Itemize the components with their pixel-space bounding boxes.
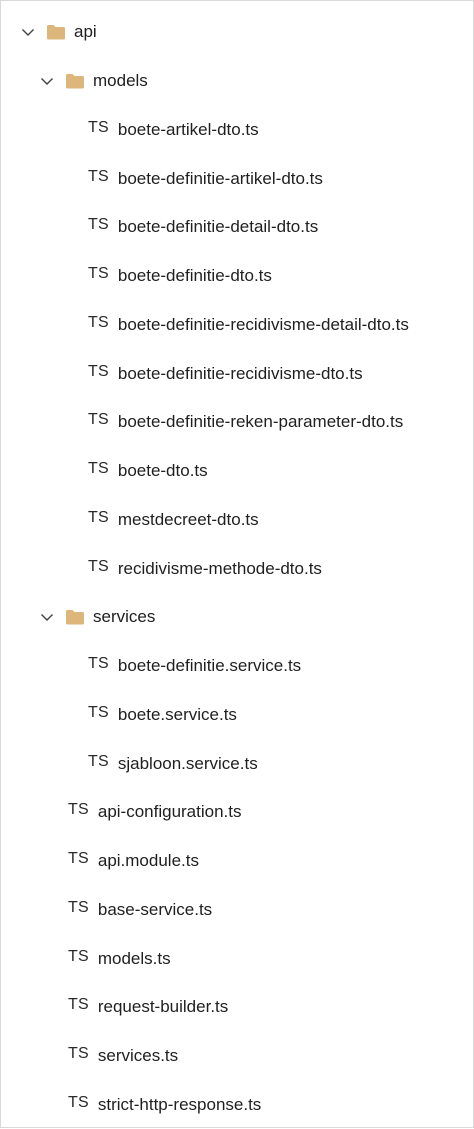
- typescript-file-icon: TS: [88, 314, 109, 332]
- file-row[interactable]: TS base-service.ts: [1, 886, 473, 935]
- folder-icon: [46, 23, 66, 41]
- file-row[interactable]: TS mestdecreet-dto.ts: [1, 496, 473, 545]
- file-label: services.ts: [98, 1046, 178, 1066]
- typescript-file-icon: TS: [88, 216, 109, 234]
- typescript-file-icon: TS: [88, 265, 109, 283]
- file-row[interactable]: TS strict-http-response.ts: [1, 1081, 473, 1129]
- typescript-file-icon: TS: [68, 948, 89, 966]
- file-label: api.module.ts: [98, 851, 199, 871]
- folder-label: models: [93, 71, 148, 91]
- folder-icon: [65, 608, 85, 626]
- file-label: boete-definitie-artikel-dto.ts: [118, 169, 323, 189]
- file-row[interactable]: TS sjabloon.service.ts: [1, 739, 473, 788]
- folder-row-models[interactable]: models: [1, 57, 473, 106]
- file-row[interactable]: TS api-configuration.ts: [1, 788, 473, 837]
- file-row[interactable]: TS boete-definitie.service.ts: [1, 642, 473, 691]
- file-label: boete-definitie-detail-dto.ts: [118, 217, 318, 237]
- file-row[interactable]: TS boete-artikel-dto.ts: [1, 106, 473, 155]
- typescript-file-icon: TS: [88, 558, 109, 576]
- typescript-file-icon: TS: [68, 801, 89, 819]
- file-label: recidivisme-methode-dto.ts: [118, 559, 322, 579]
- file-row[interactable]: TS models.ts: [1, 934, 473, 983]
- file-label: base-service.ts: [98, 900, 212, 920]
- file-label: boete-definitie-recidivisme-detail-dto.t…: [118, 315, 409, 335]
- file-row[interactable]: TS boete-definitie-detail-dto.ts: [1, 203, 473, 252]
- file-row[interactable]: TS boete-definitie-recidivisme-detail-dt…: [1, 301, 473, 350]
- chevron-down-icon[interactable]: [38, 608, 56, 626]
- file-row[interactable]: TS recidivisme-methode-dto.ts: [1, 544, 473, 593]
- file-row[interactable]: TS boete.service.ts: [1, 691, 473, 740]
- folder-row-api[interactable]: api: [1, 8, 473, 57]
- folder-label: services: [93, 607, 155, 627]
- typescript-file-icon: TS: [68, 996, 89, 1014]
- file-row[interactable]: TS boete-definitie-reken-parameter-dto.t…: [1, 398, 473, 447]
- file-label: sjabloon.service.ts: [118, 754, 258, 774]
- file-row[interactable]: TS boete-dto.ts: [1, 447, 473, 496]
- file-label: boete-definitie-reken-parameter-dto.ts: [118, 412, 403, 432]
- file-label: request-builder.ts: [98, 997, 228, 1017]
- file-row[interactable]: TS api.module.ts: [1, 837, 473, 886]
- file-label: strict-http-response.ts: [98, 1095, 261, 1115]
- file-label: api-configuration.ts: [98, 802, 242, 822]
- file-label: models.ts: [98, 949, 171, 969]
- file-label: boete-definitie-dto.ts: [118, 266, 272, 286]
- file-label: mestdecreet-dto.ts: [118, 510, 259, 530]
- typescript-file-icon: TS: [68, 899, 89, 917]
- typescript-file-icon: TS: [68, 1094, 89, 1112]
- file-label: boete-definitie.service.ts: [118, 656, 301, 676]
- typescript-file-icon: TS: [68, 1045, 89, 1063]
- typescript-file-icon: TS: [88, 119, 109, 137]
- typescript-file-icon: TS: [88, 168, 109, 186]
- typescript-file-icon: TS: [88, 655, 109, 673]
- folder-icon: [65, 72, 85, 90]
- folder-label: api: [74, 22, 97, 42]
- file-label: boete.service.ts: [118, 705, 237, 725]
- typescript-file-icon: TS: [88, 509, 109, 527]
- typescript-file-icon: TS: [88, 363, 109, 381]
- file-row[interactable]: TS boete-definitie-artikel-dto.ts: [1, 154, 473, 203]
- typescript-file-icon: TS: [88, 460, 109, 478]
- chevron-down-icon[interactable]: [19, 23, 37, 41]
- file-label: boete-artikel-dto.ts: [118, 120, 259, 140]
- file-label: boete-dto.ts: [118, 461, 208, 481]
- typescript-file-icon: TS: [88, 704, 109, 722]
- chevron-down-icon[interactable]: [38, 72, 56, 90]
- typescript-file-icon: TS: [68, 850, 89, 868]
- file-tree: api models TS boete-artikel-dto.ts TS bo…: [1, 8, 473, 1129]
- folder-row-services[interactable]: services: [1, 593, 473, 642]
- file-row[interactable]: TS request-builder.ts: [1, 983, 473, 1032]
- file-row[interactable]: TS boete-definitie-recidivisme-dto.ts: [1, 349, 473, 398]
- typescript-file-icon: TS: [88, 411, 109, 429]
- file-label: boete-definitie-recidivisme-dto.ts: [118, 364, 363, 384]
- file-row[interactable]: TS services.ts: [1, 1032, 473, 1081]
- file-row[interactable]: TS boete-definitie-dto.ts: [1, 252, 473, 301]
- typescript-file-icon: TS: [88, 753, 109, 771]
